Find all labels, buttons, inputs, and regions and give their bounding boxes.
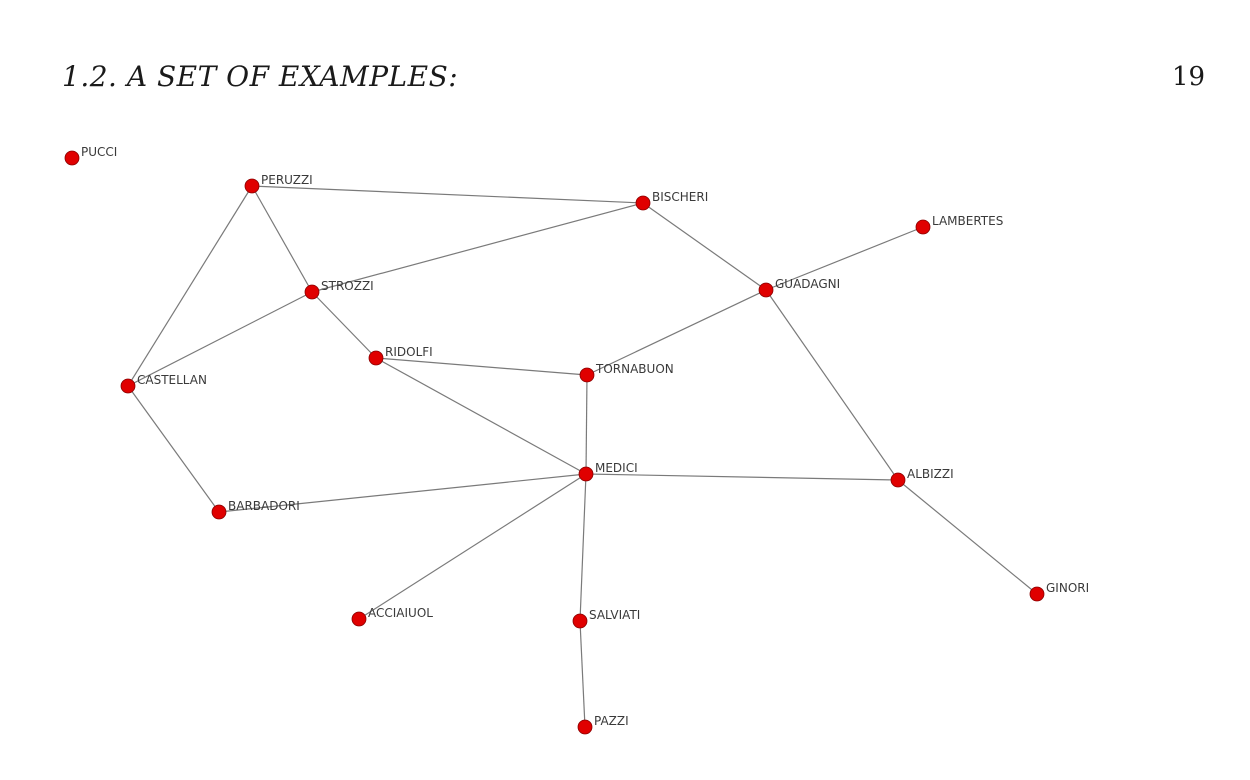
node-dot <box>351 611 367 627</box>
edge-ridolfi-medici <box>375 357 587 475</box>
node-salviati: SALVIATI <box>572 608 640 629</box>
node-label: PUCCI <box>81 145 117 159</box>
node-dot <box>578 466 594 482</box>
edge-medici-barbadori <box>218 473 587 513</box>
node-lambertes: LAMBERTES <box>915 214 1003 235</box>
node-dot <box>577 719 593 735</box>
node-bischeri: BISCHERI <box>635 190 708 211</box>
page-header: 1.2. A SET OF EXAMPLES: 19 <box>0 0 1250 120</box>
node-peruzzi: PERUZZI <box>244 173 313 194</box>
network-graph: PUCCI PERUZZI BISCHERI LAMBERTES GUADAGNI STR… <box>64 145 1089 735</box>
edge-medici-salviati <box>579 473 587 622</box>
edge-medici-albizzi <box>585 473 899 481</box>
edge-strozzi-castellan <box>127 291 313 387</box>
edge-albizzi-ginori <box>897 479 1038 595</box>
node-tornabuon: TORNABUON <box>579 362 674 383</box>
node-label: BISCHERI <box>652 190 708 204</box>
node-dot <box>1029 586 1045 602</box>
node-label: GUADAGNI <box>775 277 840 291</box>
node-label: ALBIZZI <box>907 467 954 481</box>
node-ginori: GINORI <box>1029 581 1089 602</box>
edge-medici-acciaiuol <box>358 473 587 620</box>
node-dot <box>890 472 906 488</box>
edge-bischeri-guadagni <box>642 202 767 291</box>
node-label: TORNABUON <box>595 362 674 376</box>
edge-tornabuon-medici <box>585 374 588 475</box>
node-dot <box>120 378 136 394</box>
node-label: RIDOLFI <box>385 345 433 359</box>
node-acciaiuol: ACCIAIUOL <box>351 606 433 627</box>
section-title: 1.2. A SET OF EXAMPLES: <box>62 60 459 93</box>
edge-ridolfi-tornabuon <box>375 357 588 376</box>
node-dot <box>368 350 384 366</box>
edge-bischeri-strozzi <box>311 202 644 293</box>
node-pucci: PUCCI <box>64 145 117 166</box>
node-guadagni: GUADAGNI <box>758 277 840 298</box>
edge-guadagni-albizzi <box>765 289 899 481</box>
node-castellan: CASTELLAN <box>120 373 207 394</box>
node-label: GINORI <box>1046 581 1089 595</box>
node-dot <box>304 284 320 300</box>
edge-strozzi-ridolfi <box>311 291 377 359</box>
edge-lambertes-guadagni <box>765 226 924 291</box>
node-label: SALVIATI <box>589 608 640 622</box>
network-graph-figure: PUCCI PERUZZI BISCHERI LAMBERTES GUADAGNI STR… <box>0 120 1250 780</box>
node-albizzi: ALBIZZI <box>890 467 954 488</box>
node-label: ACCIAIUOL <box>368 606 433 620</box>
edge-salviati-pazzi <box>579 620 586 728</box>
node-ridolfi: RIDOLFI <box>368 345 433 366</box>
node-label: BARBADORI <box>228 499 300 513</box>
edge-castellan-barbadori <box>127 385 220 513</box>
node-label: LAMBERTES <box>932 214 1003 228</box>
edge-peruzzi-bischeri <box>251 185 644 204</box>
node-dot <box>244 178 260 194</box>
node-medici: MEDICI <box>578 461 638 482</box>
node-label: STROZZI <box>321 279 374 293</box>
edge-peruzzi-strozzi <box>251 185 313 293</box>
node-dot <box>915 219 931 235</box>
node-pazzi: PAZZI <box>577 714 629 735</box>
node-dot <box>211 504 227 520</box>
node-dot <box>64 150 80 166</box>
node-dot <box>758 282 774 298</box>
node-barbadori: BARBADORI <box>211 499 300 520</box>
node-dot <box>635 195 651 211</box>
node-strozzi: STROZZI <box>304 279 374 300</box>
node-dot <box>579 367 595 383</box>
node-label: MEDICI <box>595 461 638 475</box>
page-number: 19 <box>1172 62 1206 92</box>
node-label: PAZZI <box>594 714 629 728</box>
edges-layer <box>127 185 1038 728</box>
nodes-layer: PUCCI PERUZZI BISCHERI LAMBERTES GUADAGNI STR… <box>64 145 1089 735</box>
edge-guadagni-tornabuon <box>586 289 767 376</box>
node-dot <box>572 613 588 629</box>
node-label: CASTELLAN <box>137 373 207 387</box>
edge-peruzzi-castellan <box>127 185 253 387</box>
node-label: PERUZZI <box>261 173 313 187</box>
